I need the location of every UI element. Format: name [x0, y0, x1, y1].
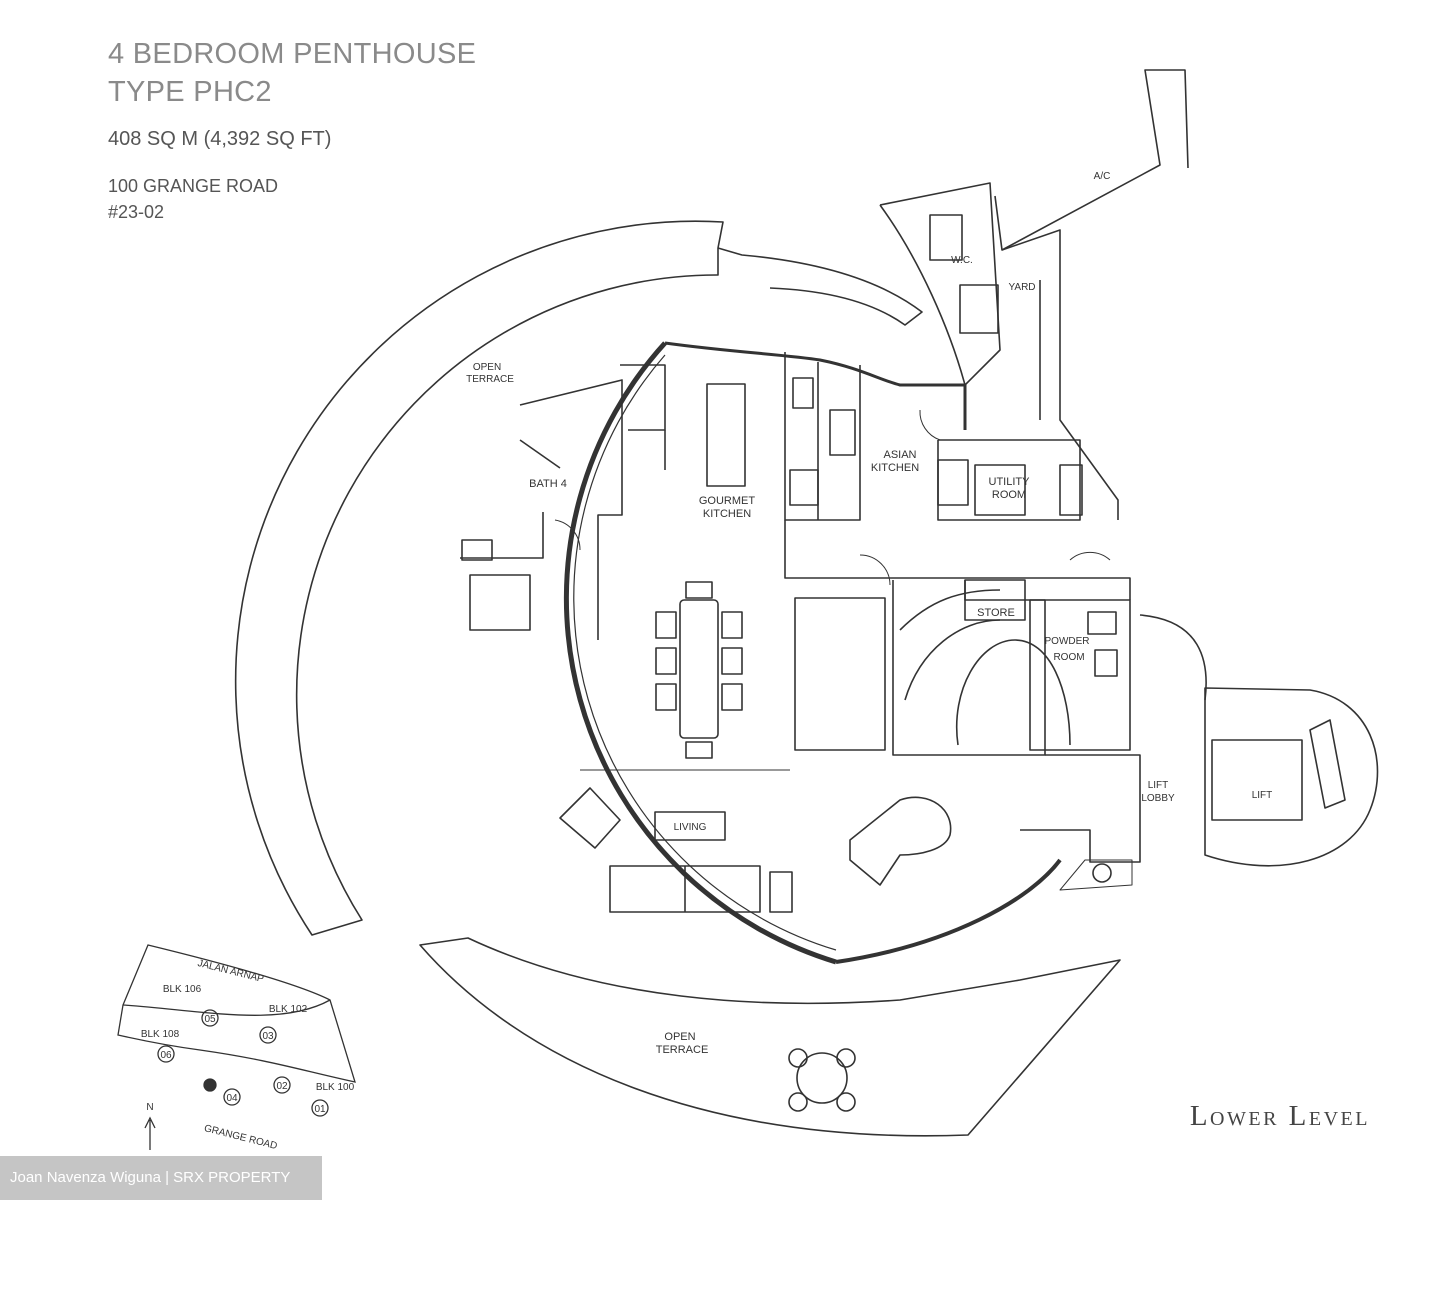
yard-label: YARD: [1008, 282, 1035, 293]
plan-title: 4 BEDROOM PENTHOUSE: [108, 38, 477, 70]
level-label: Lower Level: [1189, 1100, 1370, 1132]
powder-room: [1029, 599, 1131, 751]
bath4-label: BATH 4: [529, 478, 567, 490]
kitchen-wall: [664, 341, 967, 430]
lift-lobby-label-2: LOBBY: [1141, 793, 1175, 804]
armchair: [559, 787, 621, 849]
utility-room-box: [974, 464, 1026, 516]
key-plan: [117, 944, 356, 1150]
dining-table: [679, 599, 719, 739]
unit-02-label: 02: [276, 1081, 288, 1092]
outer-terrace-wall: [234, 220, 724, 936]
lift-lobby-wall: [1020, 754, 1141, 863]
open-terrace-bottom-label-1: OPEN: [664, 1031, 695, 1043]
blk108-label: BLK 108: [141, 1029, 180, 1040]
terrace-table: [796, 1052, 848, 1104]
north-label: N: [146, 1102, 153, 1113]
utility-room-label-1: UTILITY: [989, 476, 1031, 488]
lift-lobby-label-1: LIFT: [1148, 780, 1169, 791]
unit-number: #23-02: [108, 202, 165, 222]
open-terrace-label-2: TERRACE: [466, 374, 514, 385]
private-lift-wall: [1204, 687, 1379, 867]
piano: [849, 796, 952, 886]
blk102-label: BLK 102: [269, 1004, 308, 1015]
gourmet-kitchen-label-1: GOURMET: [699, 495, 756, 507]
piano-room-wall: [835, 858, 1062, 964]
ac-label: A/C: [1094, 171, 1111, 182]
asian-kitchen-label-1: ASIAN: [883, 449, 916, 461]
unit-04-label: 04: [226, 1093, 238, 1104]
blk106-label: BLK 106: [163, 984, 202, 995]
key-plan-road-top: JALAN ARNAP: [196, 958, 265, 985]
wc-label: W.C.: [951, 255, 973, 266]
unit-type: TYPE PHC2: [108, 76, 272, 108]
powder-room-label-2: ROOM: [1053, 652, 1084, 663]
credit-banner: Joan Navenza Wiguna | SRX PROPERTY: [0, 1156, 322, 1200]
utility-room-label-2: ROOM: [992, 489, 1026, 501]
address: 100 GRANGE ROAD: [108, 176, 279, 196]
open-terrace-label-1: OPEN: [473, 362, 501, 373]
unit-05-label: 05: [204, 1014, 216, 1025]
asian-kitchen-label-2: KITCHEN: [871, 462, 919, 474]
living-label: LIVING: [674, 822, 707, 833]
kitchen-island: [706, 383, 746, 487]
key-plan-road-bottom: GRANGE ROAD: [203, 1123, 278, 1152]
lift-label: LIFT: [1252, 790, 1273, 801]
store-label: STORE: [977, 607, 1015, 619]
unit-06-label: 06: [160, 1050, 172, 1061]
unit-01-label: 01: [314, 1104, 326, 1115]
bottom-terrace-wall: [419, 937, 1121, 1137]
unit-area: 408 SQ M (4,392 SQ FT): [108, 128, 332, 150]
apartment-outer-wall-inner: [573, 354, 837, 951]
unit-03-label: 03: [262, 1031, 274, 1042]
wet-kitchen-bench: [794, 597, 886, 751]
yard-wall: [879, 182, 1001, 386]
open-terrace-bottom-label-2: TERRACE: [656, 1044, 709, 1056]
powder-room-label-1: POWDER: [1045, 636, 1090, 647]
blk100-label: BLK 100: [316, 1082, 355, 1093]
terrace-upper-wall: [717, 247, 923, 326]
living-tv: [654, 811, 726, 841]
gourmet-kitchen-label-2: KITCHEN: [703, 508, 751, 520]
